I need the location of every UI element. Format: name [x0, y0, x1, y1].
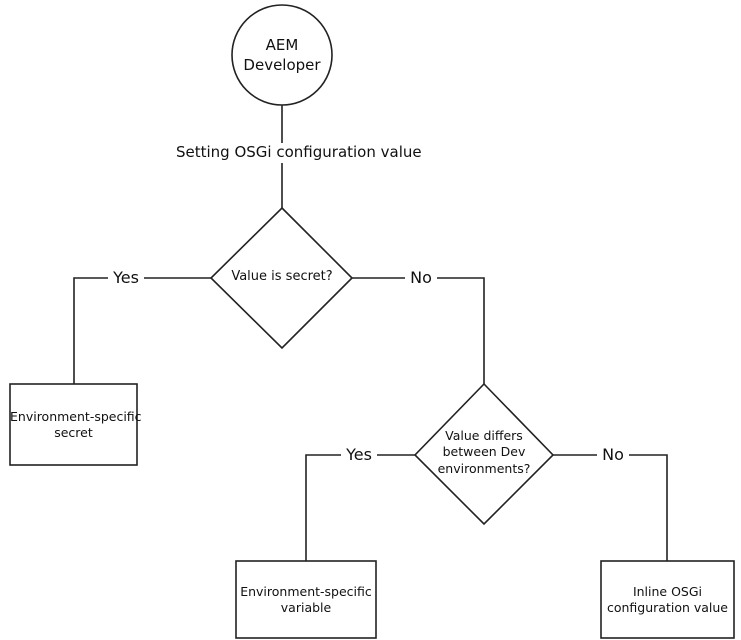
start-node-line-1: AEM: [265, 36, 299, 54]
decision1-yes-label: Yes: [108, 268, 144, 289]
box-secret-line-1: Environment-specific: [10, 409, 142, 424]
decision-value-is-secret: [209, 206, 354, 350]
start-node: [231, 4, 333, 106]
decision2-line-3: environments?: [437, 460, 531, 476]
decision-value-is-secret-label: Value is secret?: [231, 269, 333, 284]
connector-no-to-inline: [553, 454, 668, 561]
box-environment-specific-variable-label: Environment-specific variable: [236, 584, 376, 617]
decision-value-differs: [413, 382, 555, 526]
decision2-line-2: between Dev: [442, 444, 526, 460]
box-inline-line-2: configuration value: [606, 600, 729, 616]
box-inline-osgi-configuration: [600, 560, 735, 639]
box-environment-specific-secret-label: Environment-specific secret: [10, 409, 142, 442]
box-variable-line-2: variable: [280, 600, 332, 616]
start-node-label: AEM Developer: [232, 36, 332, 75]
box-environment-specific-variable: [235, 560, 377, 639]
box-environment-specific-secret: [9, 383, 138, 466]
connector-no-to-decision2: [352, 277, 485, 384]
box-inline-line-1: Inline OSGi: [632, 584, 703, 599]
box-secret-line-2: secret: [54, 425, 93, 441]
decision2-no-label: No: [597, 445, 629, 466]
connector-yes-to-secret: [73, 277, 211, 384]
box-variable-line-1: Environment-specific: [240, 584, 372, 599]
decision2-line-1: Value differs: [445, 428, 523, 443]
connector-yes-to-variable: [305, 454, 415, 561]
decision2-yes-label: Yes: [341, 445, 377, 466]
decision1-no-label: No: [405, 268, 437, 289]
decision-value-differs-label: Value differs between Dev environments?: [424, 428, 544, 477]
flow-title: Setting OSGi configuration value: [172, 143, 422, 163]
start-node-line-2: Developer: [243, 55, 321, 74]
box-inline-osgi-configuration-label: Inline OSGi configuration value: [601, 584, 734, 617]
